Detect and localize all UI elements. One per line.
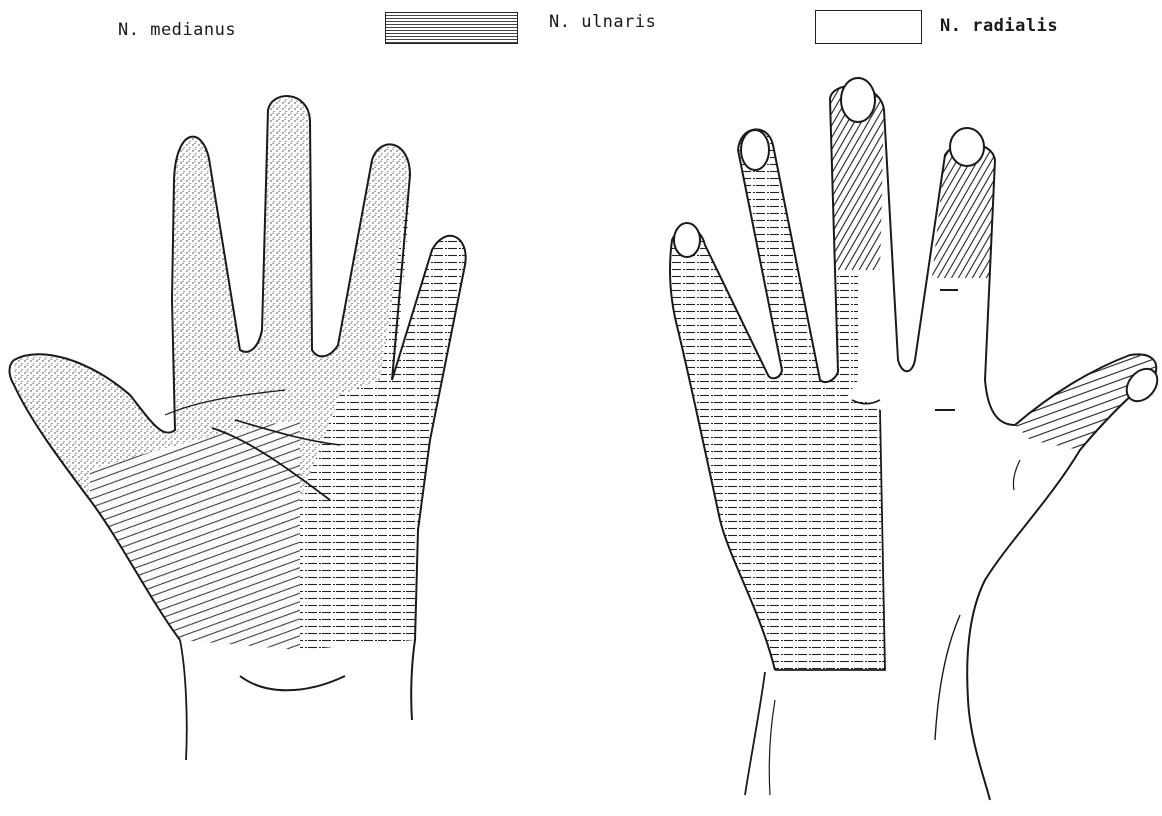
back-of-hand-view xyxy=(670,78,1162,800)
nail-middle xyxy=(841,78,875,122)
dorsal-thumb-hatch xyxy=(1015,354,1156,450)
nail-index xyxy=(950,128,984,166)
dorsal-thumb-crease xyxy=(1013,460,1020,490)
palm-wrist-crease xyxy=(240,676,345,690)
palm-view xyxy=(10,96,466,760)
dorsal-tendon-line xyxy=(935,615,960,740)
dorsal-wrist-inner xyxy=(769,700,775,795)
nail-little xyxy=(674,223,700,257)
palm-wrist-left xyxy=(180,640,187,760)
nail-ring xyxy=(741,130,769,170)
dorsal-wrist-left xyxy=(745,672,765,795)
